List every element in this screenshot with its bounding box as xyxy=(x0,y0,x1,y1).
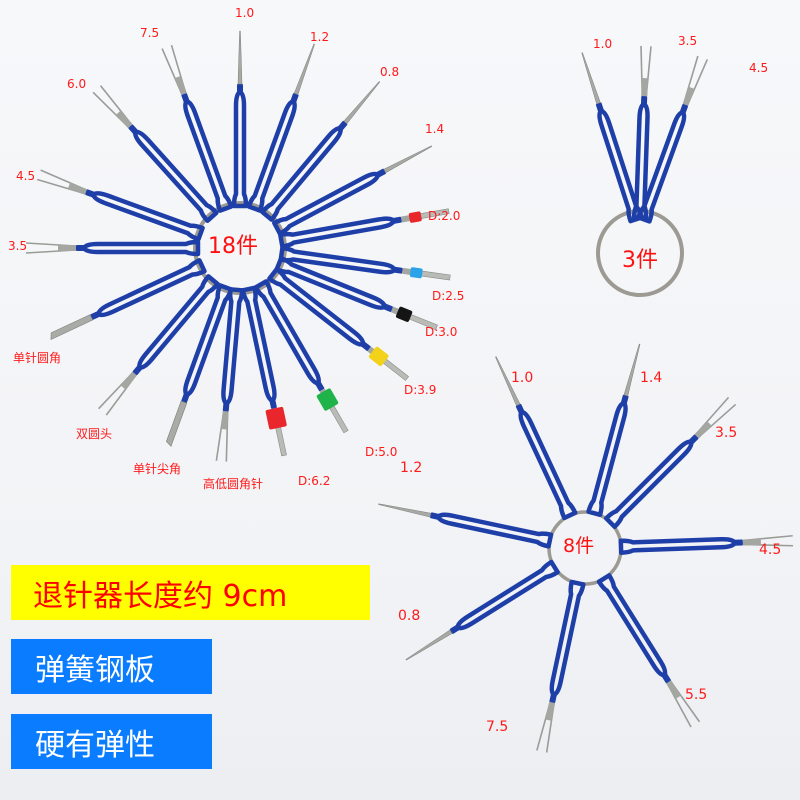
tool-label: 4.5 xyxy=(759,542,782,558)
set-18-count-label: 18件 xyxy=(208,234,258,259)
tool-label: 1.0 xyxy=(511,370,534,386)
set-8-tools xyxy=(377,343,794,754)
tool-label: 3.5 xyxy=(678,34,698,48)
length-banner: 退针器长度约 9cm xyxy=(11,565,370,620)
tool-label: 单针尖角 xyxy=(133,462,182,476)
tool-label: 4.5 xyxy=(16,169,36,183)
tool-label: 高低圆角针 xyxy=(203,477,264,491)
tool-label: 3.5 xyxy=(8,239,28,253)
tool-label: D:2.5 xyxy=(432,289,465,303)
tool-label: D:3.9 xyxy=(404,383,437,397)
tool-label: D:6.2 xyxy=(298,474,331,488)
tool-label: 4.5 xyxy=(749,61,769,75)
tool-label: 7.5 xyxy=(140,26,160,40)
tool-label: 3.5 xyxy=(715,425,738,441)
tool-label: 5.5 xyxy=(685,687,708,703)
property-banner: 硬有弹性 xyxy=(11,714,212,769)
set-8-count-label: 8件 xyxy=(563,535,595,557)
tool-label: 双圆头 xyxy=(76,427,113,441)
tool-label: D:5.0 xyxy=(365,445,398,459)
tool-label: 1.0 xyxy=(235,6,255,20)
tool-label: 1.0 xyxy=(593,37,613,51)
material-banner: 弹簧钢板 xyxy=(11,639,212,694)
tool-label: 1.2 xyxy=(400,460,423,476)
set-18-tools xyxy=(25,30,451,463)
tool-label: 7.5 xyxy=(486,719,509,735)
tool-label: D:3.0 xyxy=(425,325,458,339)
tool-label: 0.8 xyxy=(398,608,421,624)
tool-label: 0.8 xyxy=(380,65,400,79)
tool-label: 1.2 xyxy=(310,30,330,44)
tool-label: 6.0 xyxy=(67,77,87,91)
set-3-count-label: 3件 xyxy=(622,248,658,273)
tool-label: 1.4 xyxy=(640,370,663,386)
tool-label: 1.4 xyxy=(425,122,445,136)
tool-label: 单针圆角 xyxy=(13,351,62,365)
set-3-tools xyxy=(579,45,709,297)
tool-label: D:2.0 xyxy=(428,209,461,223)
